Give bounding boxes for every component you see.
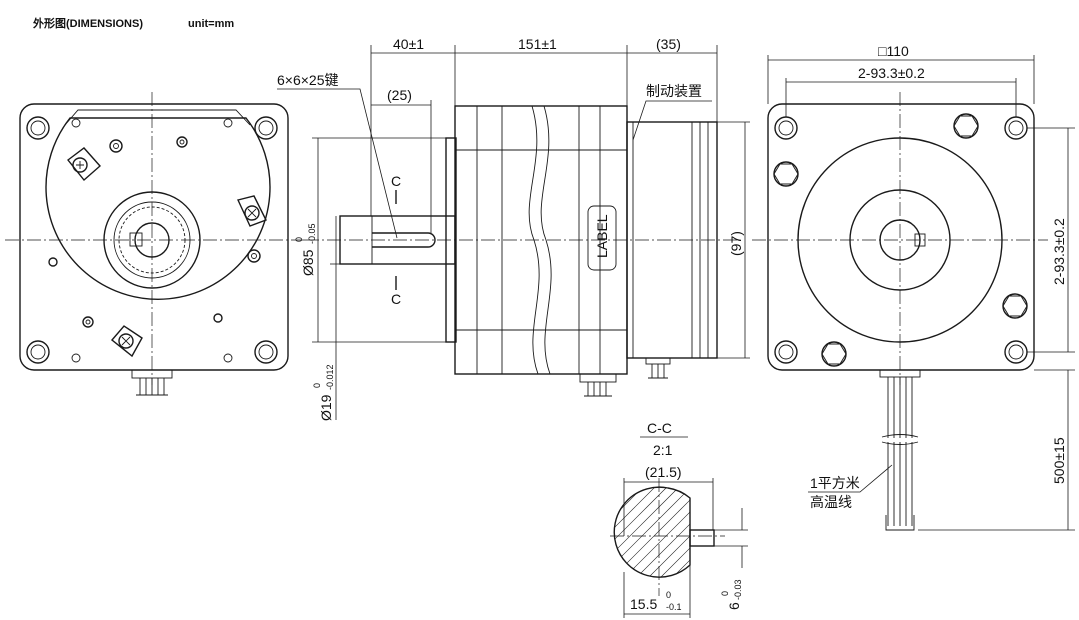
dim-section-flat: 15.5 xyxy=(630,596,657,612)
key-tol-lower: -0.03 xyxy=(733,579,743,600)
pilot-tol-upper: 0 xyxy=(294,237,304,242)
front-mount-holes xyxy=(774,116,1028,364)
break-line-2 xyxy=(540,105,552,375)
rear-key xyxy=(129,232,143,247)
dim-body-length: 151±1 xyxy=(518,36,557,52)
dim-brake-length: (35) xyxy=(656,36,681,52)
dim-hole-spacing-v: 2-93.3±0.2 xyxy=(1051,218,1067,285)
rear-hub-ring xyxy=(113,201,191,279)
rear-body-circle xyxy=(45,117,271,300)
shaft-tol-upper: 0 xyxy=(312,383,322,388)
section-shaft-outline xyxy=(613,486,691,578)
wire-label-2: 高温线 xyxy=(810,494,852,510)
motor-label-text: LABEL xyxy=(594,214,610,258)
drawing-title: 外形图(DIMENSIONS) xyxy=(32,16,143,30)
front-key xyxy=(914,233,926,247)
brake-callout: 制动装置 xyxy=(646,83,702,99)
front-hex-bolts xyxy=(773,113,1028,367)
section-mark-top: C xyxy=(391,173,401,189)
dim-key-length: (25) xyxy=(387,87,412,103)
section-scale: 2:1 xyxy=(653,442,673,458)
wire-label-1: 1平方米 xyxy=(810,475,860,491)
motor-label-plate xyxy=(587,205,617,271)
rear-body-top-edge xyxy=(64,109,251,126)
section-hatch xyxy=(614,487,690,578)
rear-connector xyxy=(131,369,173,396)
section-key xyxy=(689,529,715,547)
front-lead-wires xyxy=(879,369,921,531)
flat-tol-lower: -0.1 xyxy=(666,602,682,612)
side-pilot xyxy=(445,137,457,343)
rear-flange-outline xyxy=(19,103,289,371)
dim-hole-spacing-h: 2-93.3±0.2 xyxy=(858,65,925,81)
rear-clamp-top xyxy=(67,147,101,182)
flat-tol-upper: 0 xyxy=(666,590,671,600)
key-callout: 6×6×25键 xyxy=(277,72,339,88)
section-mark-bottom: C xyxy=(391,291,401,307)
dim-body-height: (97) xyxy=(728,231,744,256)
front-flange-outline xyxy=(767,103,1035,371)
front-view: 1平方米 高温线 □110 2-93.3±0.2 2-93.3±0.2 500±… xyxy=(752,43,1075,531)
side-keyway xyxy=(372,232,436,248)
rear-clamp-right xyxy=(237,195,267,227)
side-view: LABEL 40±1 151±1 (35) (25) xyxy=(277,36,750,421)
rear-hub-outer xyxy=(103,191,201,289)
side-brake xyxy=(626,121,718,359)
front-body-circle xyxy=(797,137,1003,343)
rear-shaft xyxy=(134,222,170,258)
rear-clamp-bottom xyxy=(110,325,143,358)
dim-flange-length: 40±1 xyxy=(393,36,424,52)
rear-view xyxy=(5,92,305,396)
dim-section-key: 6 xyxy=(726,602,742,610)
rear-screws xyxy=(48,136,261,328)
dim-pilot-diameter: Ø85 xyxy=(300,249,316,276)
pilot-tol-lower: -0.05 xyxy=(307,223,317,244)
dim-flange-square: □110 xyxy=(878,43,909,59)
break-line-1 xyxy=(528,105,540,375)
front-shaft xyxy=(879,219,921,261)
unit-label: unit=mm xyxy=(188,18,234,30)
key-tol-upper: 0 xyxy=(720,591,730,596)
side-connectors xyxy=(579,357,671,397)
dim-section-diameter: (21.5) xyxy=(645,464,682,480)
rear-mount-holes xyxy=(26,116,278,364)
section-title: C-C xyxy=(647,420,672,436)
shaft-tol-lower: -0.012 xyxy=(325,364,335,390)
front-pilot-circle xyxy=(849,189,951,291)
dim-lead-length: 500±15 xyxy=(1051,437,1067,484)
section-view: C-C 2:1 xyxy=(610,420,748,618)
dim-shaft-diameter: Ø19 xyxy=(318,394,334,421)
